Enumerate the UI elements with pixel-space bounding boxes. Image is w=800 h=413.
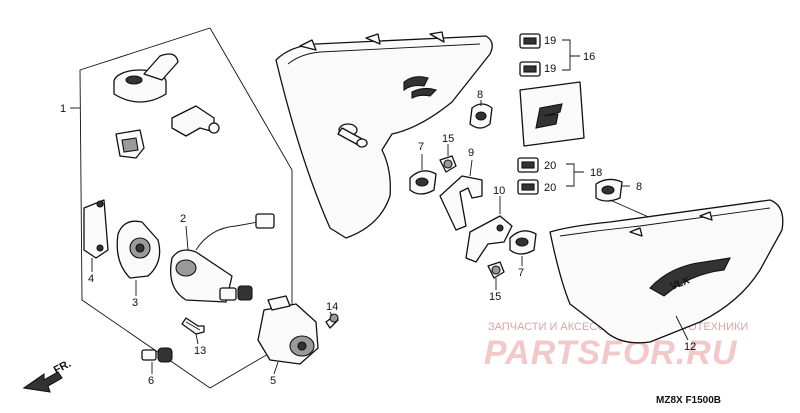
left-side-cover: [275, 31, 493, 239]
callout-15-lower: 15: [489, 291, 501, 303]
clip-20-lower: [517, 179, 539, 195]
lock-cylinder: [169, 213, 275, 303]
grommet-upper: [469, 103, 493, 129]
direction-label: FR.: [52, 358, 73, 377]
grommet-left: [409, 170, 437, 195]
callout-19-lower: 19: [544, 63, 556, 75]
callout-4: 4: [88, 273, 94, 285]
diagram-code: MZ8X F1500B: [656, 395, 721, 406]
callout-16: 16: [583, 51, 595, 63]
fuel-cap: [113, 53, 179, 103]
key: [141, 347, 173, 363]
key-housing: [257, 295, 319, 365]
callout-12: 12: [684, 341, 696, 353]
callout-3: 3: [132, 297, 138, 309]
arrow-icon: [22, 371, 63, 393]
callout-14: 14: [326, 301, 338, 313]
bolt-upper: [439, 155, 457, 173]
callout-1: 1: [60, 103, 66, 115]
bolt-lower: [487, 261, 505, 279]
clip-19-upper: [519, 33, 541, 49]
callout-20-upper: 20: [544, 160, 556, 172]
bracket-plate: [83, 199, 109, 259]
callout-5: 5: [270, 375, 276, 387]
callout-7-upper: 7: [418, 141, 424, 153]
callout-18: 18: [590, 167, 602, 179]
leader-9: [469, 159, 473, 177]
callout-8-upper: 8: [477, 89, 483, 101]
grommet-lower: [509, 230, 537, 255]
callout-9: 9: [468, 147, 474, 159]
callout-15-upper: 15: [442, 133, 454, 145]
bushing: [115, 129, 145, 159]
callout-leaders: [91, 225, 689, 375]
right-side-cover: VLX: [549, 199, 784, 344]
left-cover-emblem: [403, 76, 438, 99]
clip-19-lower: [519, 61, 541, 77]
screw: [325, 313, 339, 329]
bracket-18: [566, 163, 584, 187]
bolt: [181, 317, 205, 335]
cover-grommet-post: [337, 123, 368, 148]
callout-10: 10: [493, 185, 505, 197]
callout-8-right: 8: [636, 181, 642, 193]
callout-labels: 1 2 3 4 5 6 7 7 8 8 9 10 12 13 14 15 15 …: [60, 35, 696, 387]
watermark-brand: PARTSFOR.RU: [484, 334, 738, 372]
clip-piece: [171, 105, 220, 137]
stay-10: [465, 215, 513, 263]
callout-20-lower: 20: [544, 182, 556, 194]
front-direction-indicator: FR.: [22, 358, 73, 393]
bracket-16: [562, 39, 580, 71]
callout-7-lower: 7: [518, 267, 524, 279]
callout-6: 6: [148, 375, 154, 387]
callout-13: 13: [194, 345, 206, 357]
key-set-group: [70, 27, 319, 389]
clip-20-upper: [517, 157, 539, 173]
bracket-9: [439, 175, 483, 231]
caution-label: [519, 81, 585, 147]
ignition-switch: [116, 220, 161, 279]
callout-2: 2: [180, 213, 186, 225]
grommet-right: [595, 178, 623, 202]
callout-19-upper: 19: [544, 35, 556, 47]
